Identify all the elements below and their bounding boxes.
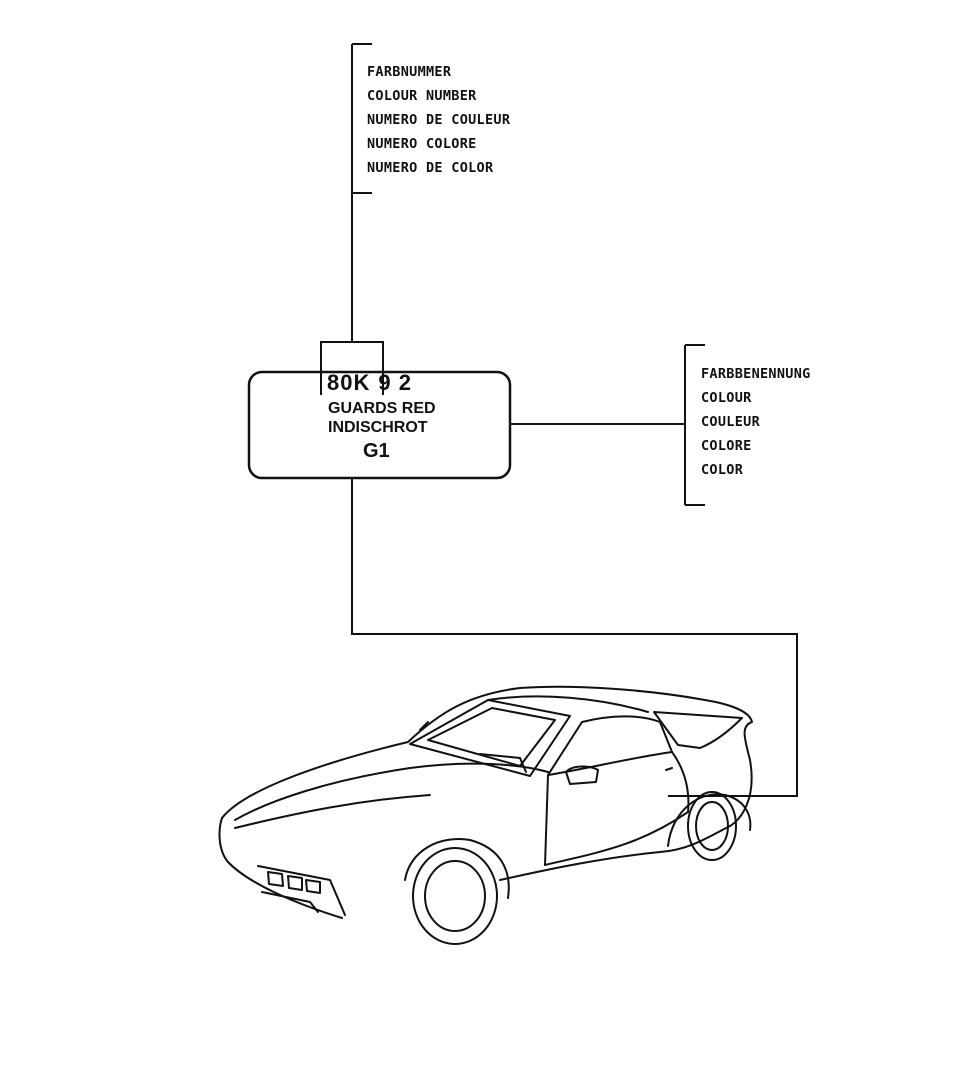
colour-number-label-it: NUMERO COLORE <box>367 136 477 152</box>
colour-name-label-es: COLOR <box>701 462 744 478</box>
paint-group: G1 <box>363 440 390 462</box>
colour-name-label-en: COLOUR <box>701 390 752 406</box>
colour-name-bracket <box>510 344 705 506</box>
colour-name-label-fr: COULEUR <box>701 414 760 430</box>
paint-name-english: GUARDS RED <box>328 400 436 417</box>
colour-number-labels: FARBNUMMER COLOUR NUMBER NUMERO DE COULE… <box>367 60 510 180</box>
paint-code-suffix: 9 2 <box>378 370 412 395</box>
plate-location-leader <box>351 478 798 797</box>
colour-number-label-es: NUMERO DE COLOR <box>367 160 494 176</box>
code-marker-box <box>320 341 384 395</box>
paint-name-german: INDISCHROT <box>328 419 428 436</box>
paint-code: 80K 9 2 <box>327 370 412 396</box>
colour-name-label-it: COLORE <box>701 438 752 454</box>
colour-number-bracket <box>351 43 372 342</box>
colour-number-label-fr: NUMERO DE COULEUR <box>367 112 511 128</box>
paint-code-main: 80K <box>327 370 371 395</box>
car-outline-icon <box>218 685 753 945</box>
colour-number-label-de: FARBNUMMER <box>367 64 452 80</box>
colour-number-label-en: COLOUR NUMBER <box>367 88 477 104</box>
colour-name-label-de: FARBBENENNUNG <box>701 366 811 382</box>
colour-name-labels: FARBBENENNUNG COLOUR COULEUR COLORE COLO… <box>701 362 811 482</box>
